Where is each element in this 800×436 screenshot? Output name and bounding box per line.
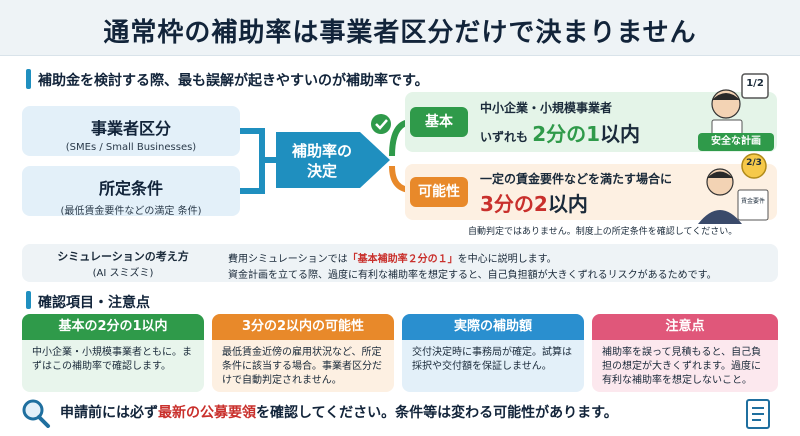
check-section-title: 確認項目・注意点 bbox=[38, 295, 150, 311]
simulation-line2: 資金計画を立てる際、過度に有利な補助率を想定すると、自己負担額が大きくずれるリス… bbox=[228, 270, 717, 281]
card-two-thirds-body: 最低賃金近傍の雇用状況など、所定条件に該当する場合。事業者区分だけで自動判定され… bbox=[222, 347, 382, 386]
card-basic-half: 基本の2分の1以内 中小企業・小規模事業者ともに。まずはこの補助率で確認します。 bbox=[22, 314, 204, 392]
paper-1-2-icon bbox=[741, 73, 769, 99]
business-category-sub: (SMEs / Small Businesses) bbox=[65, 142, 197, 153]
simulation-subtitle: (AI スミズミ) bbox=[92, 268, 154, 279]
possible-tag: 可能性 bbox=[410, 177, 468, 207]
document-icon bbox=[746, 399, 770, 429]
simulation-title: シミュレーションの考え方 bbox=[57, 250, 189, 263]
card-two-thirds: 3分の2以内の可能性 最低賃金近傍の雇用状況など、所定条件に該当する場合。事業者… bbox=[212, 314, 394, 392]
simulation-panel bbox=[22, 244, 778, 282]
safe-plan-badge: 安全な計画 bbox=[698, 133, 774, 151]
page-title: 通常枠の補助率は事業者区分だけで決まりません bbox=[103, 18, 697, 48]
document-label: 賃金要件 bbox=[740, 198, 765, 205]
center-arrow-shape bbox=[276, 132, 390, 188]
intro-text: 補助金を検討する際、最も誤解が起きやすいのが補助率です。 bbox=[38, 73, 429, 89]
possible-line2: 3分の2以内 bbox=[480, 192, 588, 216]
card-basic-half-title: 基本の2分の1以内 bbox=[22, 314, 204, 340]
required-condition-label: 所定条件 bbox=[98, 179, 163, 198]
card-caution-body: 補助率を誤って見積もると、自己負担の想定が大きくずれます。過度に有利な補助率を想… bbox=[602, 347, 762, 386]
card-actual-amount-body: 交付決定時に事務局が確定。試算は採択や交付額を保証しません。 bbox=[412, 347, 572, 372]
basic-line2: いずれも 2分の1以内 bbox=[480, 122, 641, 146]
card-caution-title: 注意点 bbox=[592, 314, 778, 340]
required-condition-box: 所定条件 (最低賃金要件などの満定 条件) bbox=[22, 166, 240, 217]
basic-line1: 中小企業・小規模事業者 bbox=[480, 101, 613, 115]
coin-2-3-icon bbox=[741, 153, 767, 179]
required-condition-sub: (最低賃金要件などの満定 条件) bbox=[60, 206, 202, 217]
left-connector bbox=[240, 128, 280, 194]
possible-line1: 一定の賃金要件などを満たす場合に bbox=[480, 172, 673, 186]
business-category-box: 事業者区分 (SMEs / Small Businesses) bbox=[22, 106, 240, 156]
check-accent-bar bbox=[26, 291, 31, 309]
card-two-thirds-title: 3分の2以内の可能性 bbox=[212, 314, 394, 340]
person-with-document-illustration bbox=[698, 153, 769, 224]
card-caution: 注意点 補助率を誤って見積もると、自己負担の想定が大きくずれます。過度に有利な補… bbox=[592, 314, 778, 392]
card-actual-amount-title: 実際の補助額 bbox=[402, 314, 584, 340]
intro-accent-bar bbox=[26, 69, 31, 89]
card-basic-half-body: 中小企業・小規模事業者ともに。まずはこの補助率で確認します。 bbox=[32, 347, 192, 372]
coin-2-3-label: 2/3 bbox=[746, 158, 762, 168]
check-icon bbox=[371, 114, 391, 134]
bottom-reminder: 申請前には必ず最新の公募要領を確認してください。条件等は変わる可能性があります。 bbox=[60, 405, 618, 421]
simulation-line1: 費用シミュレーションでは「基本補助率２分の１」を中心に説明します。 bbox=[228, 254, 557, 265]
center-decision-label: 補助率の 決定 bbox=[291, 142, 352, 180]
magnifier-icon bbox=[22, 399, 50, 428]
paper-1-2-label: 1/2 bbox=[746, 78, 764, 89]
title-bar bbox=[0, 0, 800, 56]
card-actual-amount: 実際の補助額 交付決定時に事務局が確定。試算は採択や交付額を保証しません。 bbox=[402, 314, 584, 392]
auto-judgment-note: 自動判定ではありません。制度上の所定条件を確認してください。 bbox=[468, 227, 738, 237]
business-category-label: 事業者区分 bbox=[90, 119, 171, 138]
basic-tag: 基本 bbox=[410, 107, 468, 137]
